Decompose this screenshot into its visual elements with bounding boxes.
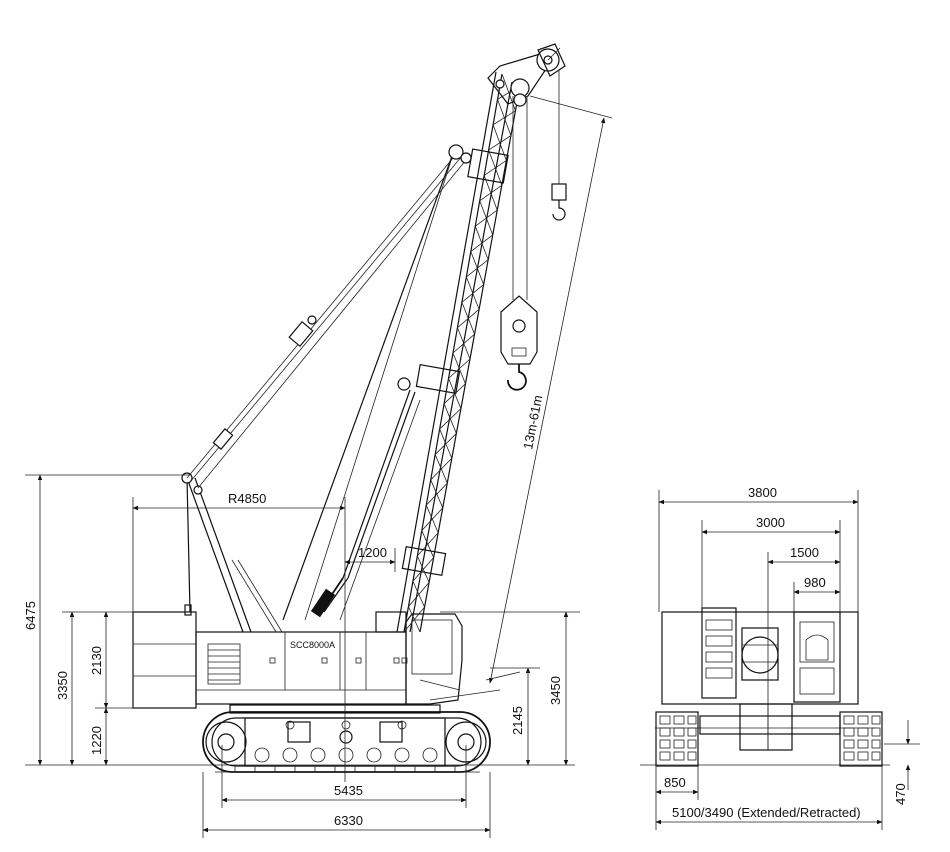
boom-lacing-member (443, 403, 457, 434)
length-dimensions: 5435 6330 (202, 745, 491, 838)
upper-structure: SCC8000A (195, 631, 408, 705)
tumbler-distance-label: 5435 (334, 783, 363, 798)
boom-lacing-member (412, 581, 425, 608)
rear-cab (793, 611, 841, 703)
backstop-cylinder (310, 389, 416, 618)
rear-right-crawler (839, 711, 883, 767)
track-gauge-label: 5100/3490 (Extended/Retracted) (672, 805, 861, 820)
rear-bottom-dimensions: 850 5100/3490 (Extended/Retracted) (655, 766, 883, 830)
operator-cab (375, 611, 501, 705)
lattice-boom (396, 43, 566, 633)
height-3350-label: 3350 (55, 671, 70, 700)
boom-lacing-member (479, 200, 494, 236)
right-height-dimensions: 2145 3450 (440, 611, 580, 766)
height-3450-label: 3450 (548, 676, 563, 705)
boom-lacing-member (425, 505, 439, 533)
engine-grille (207, 643, 241, 685)
boom-lacing-member (434, 454, 448, 484)
pendant-lines (186, 147, 467, 621)
boom-lacing-member (430, 479, 444, 509)
crawler-track (202, 711, 491, 773)
track-length-label: 6330 (334, 813, 363, 828)
counterweight (132, 611, 197, 709)
boom-lacing-member (497, 99, 512, 136)
boom-lacing-member (465, 276, 480, 310)
rear-upper-body (661, 607, 859, 705)
width-3000-label: 3000 (756, 515, 785, 530)
height-dimensions: 6475 3350 2130 1220 (23, 474, 190, 766)
dim-1200: 1200 (344, 545, 396, 572)
side-view: SCC8000A (23, 43, 613, 838)
boom-lacing-member (461, 302, 475, 335)
boom-lacing-member (488, 149, 503, 186)
shoe-width-label: 850 (664, 775, 686, 790)
boom-lacing-member (470, 251, 485, 285)
ground-clearance-label: 470 (893, 783, 908, 805)
boom-lacing-member (474, 226, 489, 260)
ground-clearance-dimension: 470 (884, 720, 920, 805)
boom-lacing-member (408, 606, 421, 633)
tail-radius-dimension: R4850 (132, 491, 346, 782)
height-2130-label: 2130 (89, 646, 104, 675)
boom-lacing-member (439, 428, 453, 459)
rear-width-dimensions: 3800 3000 1500 980 (658, 485, 859, 750)
height-1220-label: 1220 (89, 726, 104, 755)
model-label: SCC8000A (290, 640, 335, 650)
height-2145-label: 2145 (510, 706, 525, 735)
boom-length-dimension: 13m-61m (485, 95, 613, 684)
dim-1200-label: 1200 (358, 545, 387, 560)
boom-lacing-member (421, 530, 435, 558)
rear-left-crawler (655, 711, 699, 767)
boom-lacing-member (416, 555, 430, 583)
width-1500-label: 1500 (790, 545, 819, 560)
rear-view: 3800 3000 1500 980 850 5100/3490 (Extend… (640, 485, 920, 830)
carbody (229, 704, 441, 714)
main-hook-block (500, 96, 538, 391)
mast-struts (181, 472, 283, 633)
boom-lacing-member (457, 327, 471, 360)
width-980-label: 980 (804, 575, 826, 590)
width-3800-label: 3800 (748, 485, 777, 500)
boom-lacing-member (452, 352, 466, 384)
boom-length-label: 13m-61m (520, 394, 545, 451)
height-total-label: 6475 (23, 601, 38, 630)
auxiliary-hook (551, 70, 567, 221)
tail-radius-label: R4850 (228, 491, 266, 506)
